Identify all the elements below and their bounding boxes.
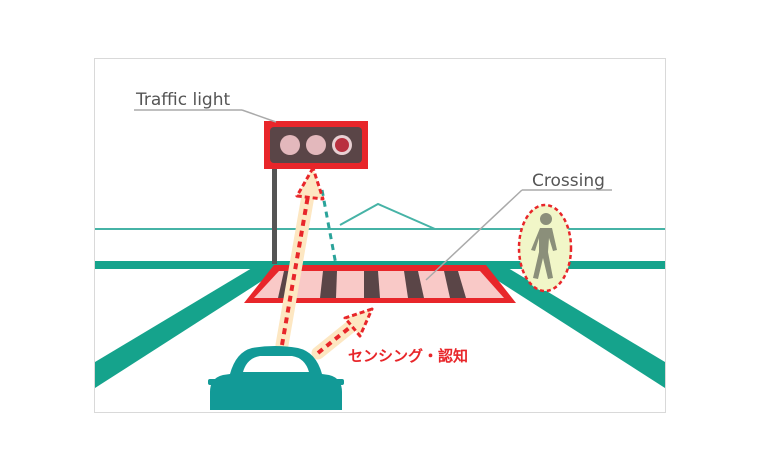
traffic-light-label: Traffic light	[135, 90, 230, 110]
car-icon	[208, 346, 344, 410]
center-lane-line	[320, 189, 338, 266]
traffic-light-pole	[272, 168, 277, 264]
crossing-label: Crossing	[532, 171, 605, 191]
horizon-lines	[95, 202, 665, 230]
sensing-label: センシング・認知	[348, 347, 468, 365]
traffic-light-icon	[264, 121, 368, 169]
pedestrian-icon	[517, 203, 573, 293]
sensing-arrow-to-light	[275, 166, 325, 352]
sensing-arrow-to-crossing	[311, 307, 374, 360]
road-shoulders	[95, 268, 665, 388]
label-leaders	[134, 109, 612, 281]
